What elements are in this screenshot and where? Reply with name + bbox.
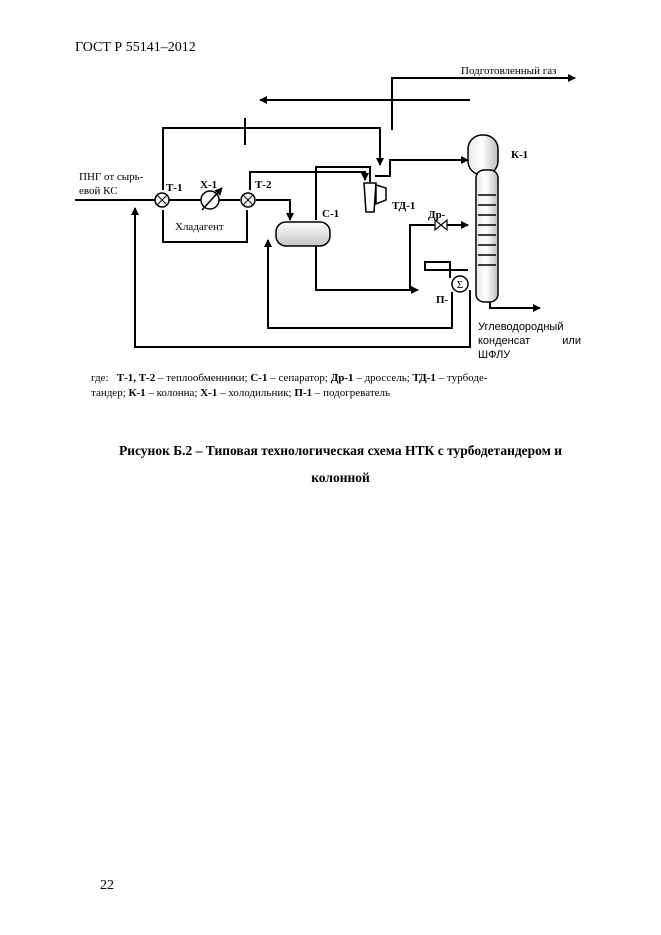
c1-label: С-1 xyxy=(322,208,339,220)
cooler-x1 xyxy=(200,187,223,211)
condensate-line3: ШФЛУ xyxy=(478,349,511,361)
process-lines xyxy=(75,74,576,348)
p-label: П- xyxy=(436,294,449,306)
heat-exchanger-t2 xyxy=(240,192,256,208)
diagram-legend: где: Т-1, Т-2 – теплообменники; С-1 – се… xyxy=(91,371,581,401)
legend-prefix: где: xyxy=(91,372,109,384)
condensate-line2: конденсат или xyxy=(478,334,581,348)
legend-c-text: – сепаратор; xyxy=(267,372,328,384)
document-header: ГОСТ Р 55141–2012 xyxy=(75,40,196,55)
legend-dr-code: Др-1 xyxy=(330,372,354,384)
refrigerant-label: Хладагент xyxy=(175,221,224,233)
heater-p1: Σ xyxy=(451,275,469,293)
dr-label: Др- xyxy=(428,209,446,221)
legend-dr-text: – дроссель; xyxy=(353,372,410,384)
column-k1 xyxy=(467,134,499,303)
legend-x-text: – холодильник; xyxy=(217,387,292,399)
t1-label: Т-1 xyxy=(166,182,183,194)
x1-label: Х-1 xyxy=(200,179,217,191)
legend-p-code: П-1 xyxy=(294,387,313,399)
prepared-gas-label: Подготовленный газ xyxy=(461,65,556,77)
separator-c1 xyxy=(275,221,331,247)
process-flow-diagram: Σ ПНГ от сырь- евой КС Подготовленный га… xyxy=(75,65,576,348)
figure-caption-line2: колонной xyxy=(311,470,370,485)
condensate-label: Углеводородный конденсат или ШФЛУ xyxy=(478,320,581,362)
legend-td-text2: тандер; xyxy=(91,387,126,399)
legend-k-text: – колонна; xyxy=(145,387,198,399)
td1-label: ТД-1 xyxy=(392,200,415,212)
legend-k-code: К-1 xyxy=(128,387,146,399)
page-number: 22 xyxy=(100,878,114,893)
legend-td-text: – турбоде- xyxy=(435,372,488,384)
figure-caption-line1: Рисунок Б.2 – Типовая технологическая сх… xyxy=(118,443,563,458)
legend-c-code: С-1 xyxy=(250,372,268,384)
condensate-line2b: или xyxy=(562,335,581,347)
feed-label-line2: евой КС xyxy=(79,185,118,197)
condensate-line1: Углеводородный xyxy=(478,321,564,333)
feed-label-line1: ПНГ от сырь- xyxy=(79,171,144,183)
legend-t-codes: Т-1, Т-2 xyxy=(116,372,156,384)
legend-x-code: Х-1 xyxy=(200,387,218,399)
legend-t-text: – теплообменники; xyxy=(155,372,248,384)
heat-exchanger-t1 xyxy=(154,192,170,208)
throttle-dr1 xyxy=(434,218,448,232)
condensate-line2a: конденсат xyxy=(478,335,531,347)
turboexpander-td1 xyxy=(363,182,387,213)
svg-text:Σ: Σ xyxy=(457,279,463,291)
legend-td-code: ТД-1 xyxy=(412,372,436,384)
t2-label: Т-2 xyxy=(255,179,272,191)
legend-p-text: – подогреватель xyxy=(312,387,391,399)
k1-label: К-1 xyxy=(511,149,528,161)
